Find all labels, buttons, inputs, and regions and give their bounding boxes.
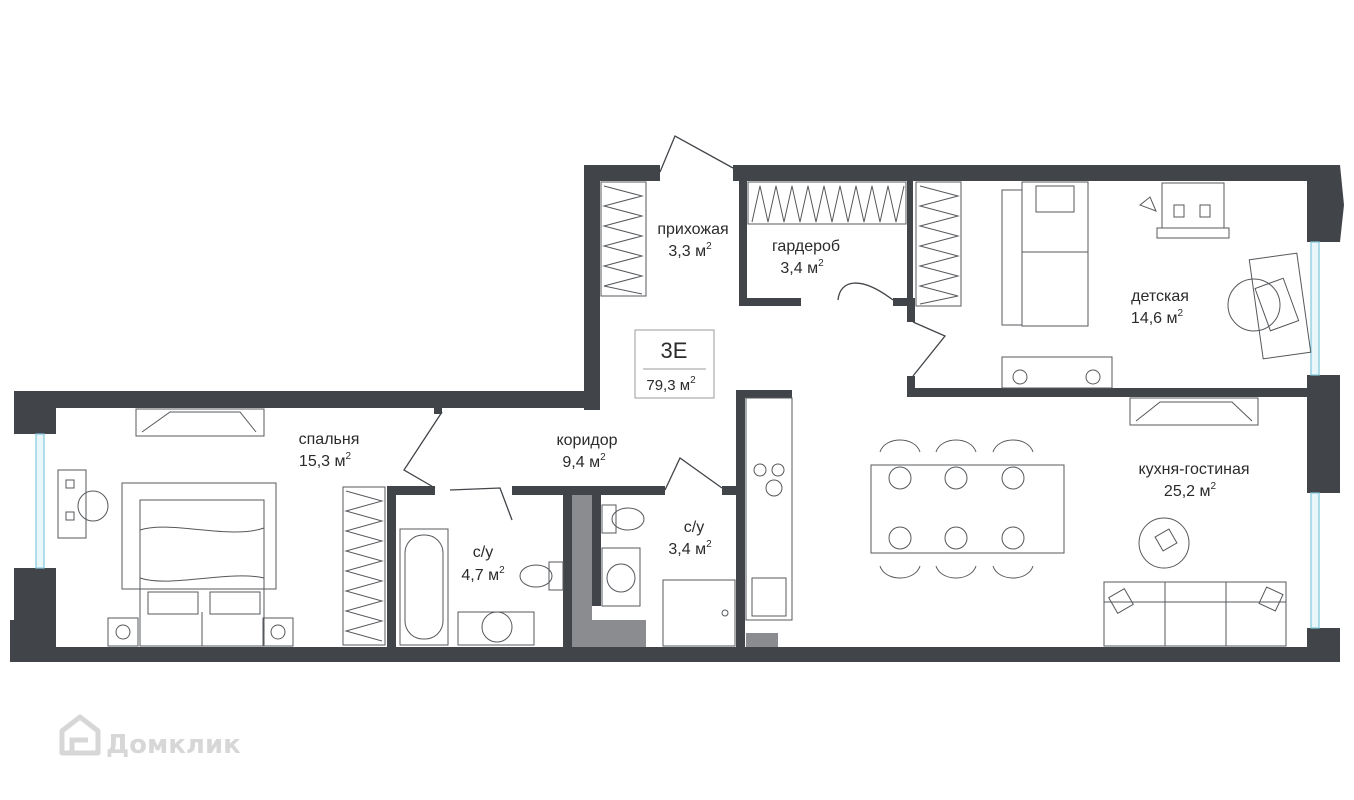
double-bed	[107, 482, 294, 647]
room-area-bath1: 4,7 м	[461, 567, 499, 584]
coffee-table	[1138, 517, 1190, 569]
svg-text:4,7 м2: 4,7 м2	[461, 565, 505, 584]
room-area-kitchen-living: 25,2 м	[1164, 483, 1211, 500]
watermark: Домклик	[59, 714, 241, 760]
wardrobe-bedroom	[342, 486, 386, 646]
plan-total-area: 79,3 м	[646, 377, 690, 394]
doors	[403, 135, 947, 521]
room-name-bath1: с/у	[473, 544, 493, 561]
living-tv	[1129, 397, 1259, 426]
wardrobe-kids	[915, 181, 962, 307]
bedroom-tv	[135, 408, 265, 437]
watermark-text: Домклик	[106, 730, 241, 760]
kids-bed	[1001, 181, 1089, 327]
svg-text:3,4 м2: 3,4 м2	[668, 539, 712, 558]
room-name-kitchen-living: кухня-гостиная	[1138, 461, 1249, 478]
room-name-corridor: коридор	[556, 432, 617, 449]
room-labels: прихожая 3,3 м2 гардероб 3,4 м2 детская …	[299, 221, 1250, 584]
svg-text:25,2 м2: 25,2 м2	[1164, 481, 1217, 500]
house-logo-icon	[59, 714, 101, 756]
room-area-kids: 14,6 м	[1131, 310, 1178, 327]
kids-desk	[1139, 182, 1230, 239]
svg-text:3,3 м2: 3,3 м2	[668, 241, 712, 260]
kitchen-counter	[745, 397, 793, 621]
bedroom-desk	[57, 469, 109, 539]
room-name-bath2: с/у	[684, 519, 704, 536]
svg-text:15,3 м2: 15,3 м2	[299, 451, 352, 470]
room-area-dressing: 3,4 м	[780, 260, 818, 277]
plan-code: 3E	[661, 338, 688, 363]
room-name-dressing: гардероб	[772, 238, 840, 255]
plan-badge: 3E 79,3 м2	[634, 329, 715, 399]
kids-workplace	[1227, 252, 1312, 360]
bath1-fixtures	[457, 561, 564, 646]
room-area-corridor: 9,4 м	[562, 454, 600, 471]
svg-text:14,6 м2: 14,6 м2	[1131, 308, 1184, 327]
svg-text:3,4 м2: 3,4 м2	[780, 258, 824, 277]
room-name-bedroom: спальня	[299, 431, 360, 448]
wardrobe-dressing	[747, 181, 907, 225]
windows	[35, 241, 1320, 629]
dining-table	[870, 439, 1065, 579]
room-area-hallway: 3,3 м	[668, 243, 706, 260]
svg-text:79,3 м2: 79,3 м2	[646, 375, 696, 394]
room-area-bath2: 3,4 м	[668, 541, 706, 558]
svg-text:9,4 м2: 9,4 м2	[562, 452, 606, 471]
bathtub	[399, 528, 449, 646]
kids-tv-stand	[1001, 356, 1113, 389]
wardrobe-entry	[600, 181, 647, 297]
sofa	[1103, 581, 1287, 647]
walls	[10, 165, 1344, 662]
bath2-fixtures	[601, 504, 736, 647]
room-name-hallway: прихожая	[657, 221, 728, 238]
room-area-bedroom: 15,3 м	[299, 453, 346, 470]
room-name-kids: детская	[1131, 288, 1189, 305]
